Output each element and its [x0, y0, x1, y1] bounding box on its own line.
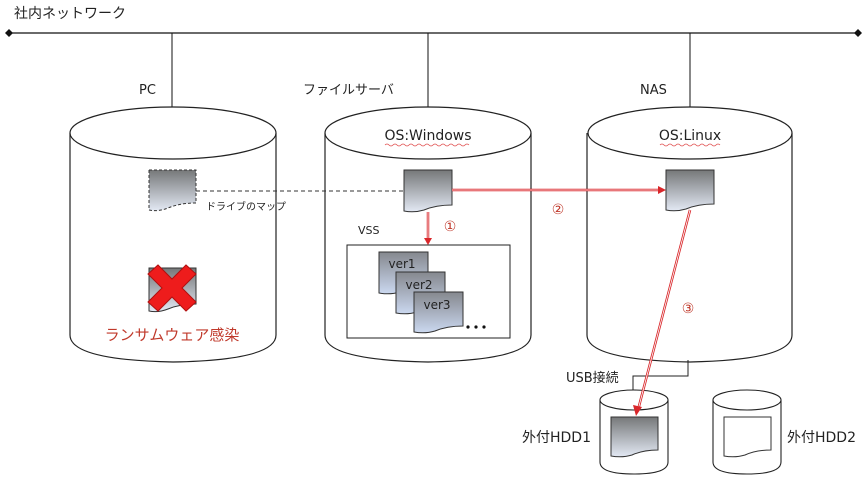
fileserver-os-spellcheck-underline	[384, 143, 470, 147]
fileserver-document-icon	[403, 169, 453, 213]
step1-arrow	[424, 212, 432, 245]
step2-marker: ②	[552, 202, 565, 218]
network-end-left-icon	[5, 29, 13, 37]
hdd1-document-icon	[610, 416, 659, 458]
version-label: ver2	[405, 278, 432, 292]
version-label: ver1	[388, 257, 415, 271]
nas-os-spellcheck-underline	[659, 143, 721, 147]
step3-marker: ③	[682, 301, 695, 317]
vss-more-ellipsis-icon	[466, 325, 486, 329]
pc-label: PC	[139, 83, 156, 98]
hdd1-label: 外付HDD1	[522, 430, 591, 446]
nas-document-icon	[665, 169, 715, 212]
hdd2-document-icon	[723, 416, 772, 458]
nas-cylinder	[586, 106, 793, 363]
infection-label: ランサムウェア感染	[105, 326, 240, 344]
fileserver-os-label: OS:Windows	[384, 128, 471, 144]
pc-cylinder	[69, 106, 277, 363]
red-x-icon	[147, 264, 197, 312]
nas-os-label: OS:Linux	[659, 128, 721, 144]
version-label: ver3	[423, 298, 450, 312]
hdd2-label: 外付HDD2	[787, 430, 856, 446]
network-label: 社内ネットワーク	[14, 6, 126, 22]
step3-arrow	[633, 209, 692, 416]
network-end-right-icon	[854, 29, 862, 37]
fileserver-cylinder	[324, 106, 532, 363]
pc-mapped-drive-document-icon	[148, 169, 197, 212]
vss-label: VSS	[358, 224, 380, 237]
vss-version-3: ver3	[413, 291, 464, 334]
fileserver-label: ファイルサーバ	[303, 83, 394, 98]
usb-connection-line	[632, 360, 689, 393]
step2-arrow	[452, 186, 666, 194]
usb-label: USB接続	[566, 370, 619, 386]
step1-marker: ①	[444, 219, 457, 235]
drive-map-label: ドライブのマップ	[206, 200, 286, 213]
network-line	[5, 29, 862, 37]
nas-label: NAS	[640, 83, 667, 98]
